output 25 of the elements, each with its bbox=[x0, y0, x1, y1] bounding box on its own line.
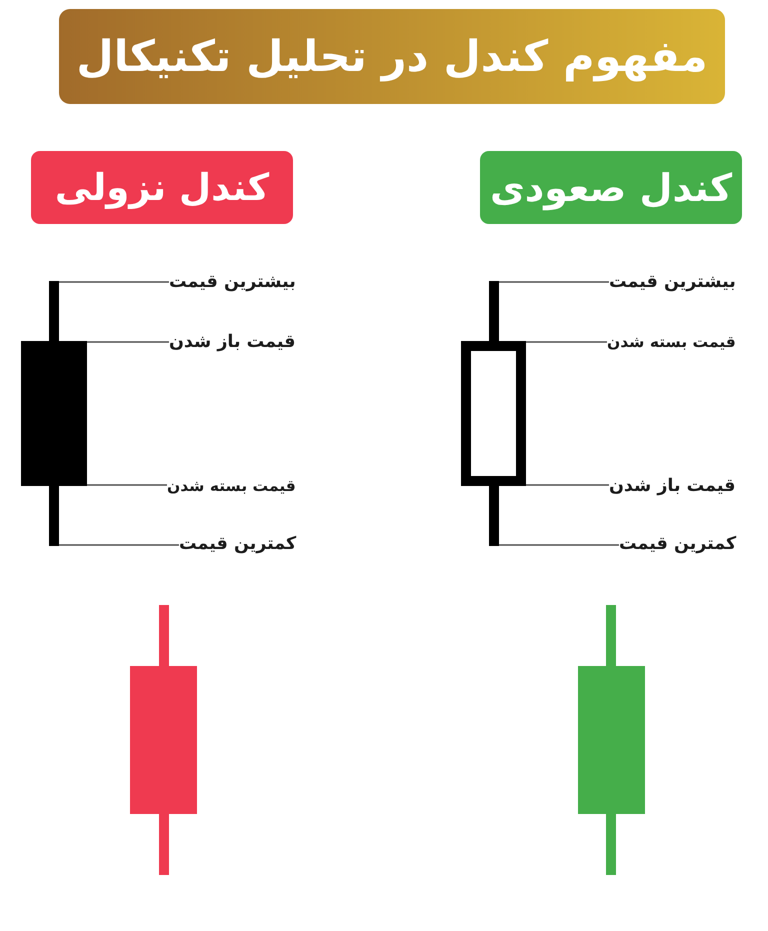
heading-box: کندل صعودی bbox=[480, 151, 742, 224]
leader-line bbox=[59, 281, 169, 283]
candle-body bbox=[461, 341, 526, 486]
price-label: کمترین قیمت bbox=[179, 532, 296, 556]
candle-wick bbox=[49, 281, 59, 341]
price-label: بیشترین قیمت bbox=[169, 270, 296, 294]
candle-wick bbox=[49, 486, 59, 546]
leader-line bbox=[87, 341, 169, 343]
price-label: قیمت باز شدن bbox=[609, 474, 736, 498]
price-label: قیمت باز شدن bbox=[169, 330, 296, 354]
price-label: بیشترین قیمت bbox=[609, 270, 736, 294]
leader-line bbox=[526, 341, 607, 343]
leader-line bbox=[526, 484, 609, 486]
leader-line bbox=[59, 544, 179, 546]
heading-box: کندل نزولی bbox=[31, 151, 293, 224]
leader-line bbox=[499, 544, 619, 546]
price-label: قیمت بسته شدن bbox=[607, 330, 736, 354]
candle-wick bbox=[489, 486, 499, 546]
title-banner: مفهوم کندل در تحلیل تکنیکال bbox=[59, 9, 725, 104]
price-label: قیمت بسته شدن bbox=[167, 474, 296, 498]
candle-wick bbox=[489, 281, 499, 341]
leader-line bbox=[499, 281, 609, 283]
leader-line bbox=[87, 484, 167, 486]
candle-body bbox=[21, 341, 87, 486]
price-label: کمترین قیمت bbox=[619, 532, 736, 556]
